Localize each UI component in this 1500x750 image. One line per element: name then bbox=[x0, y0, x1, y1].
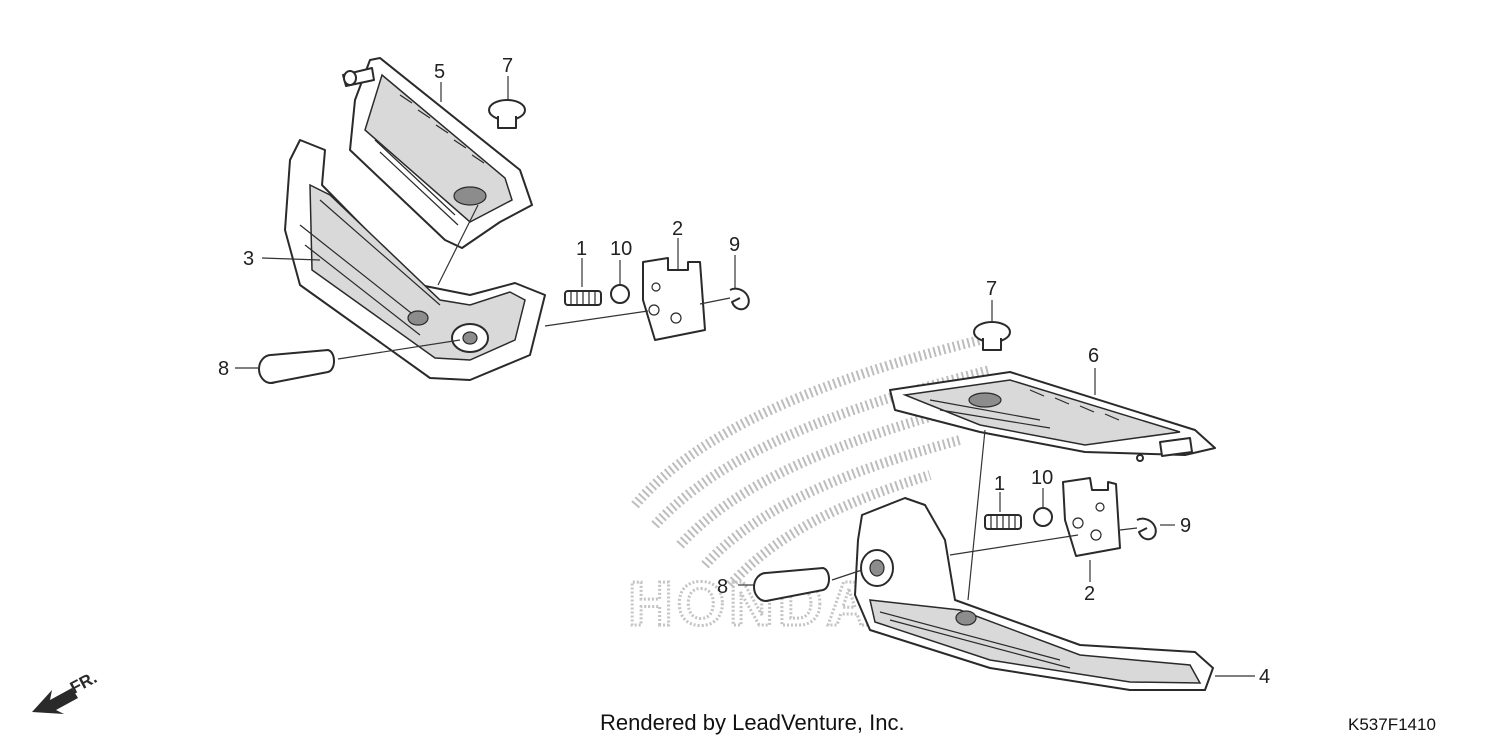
callout-1b: 1 bbox=[994, 473, 1005, 495]
footpeg-body-3 bbox=[284, 139, 546, 381]
callout-9b: 9 bbox=[1180, 515, 1191, 537]
pad-bolt-7 bbox=[488, 99, 526, 129]
top-left-leaders bbox=[235, 76, 736, 369]
bottom-right-assembly: 7 6 1 10 9 8 2 4 bbox=[717, 278, 1270, 691]
diagram-code: K537F1410 bbox=[1348, 715, 1436, 734]
bottom-right-leaders bbox=[738, 300, 1255, 677]
clip-9 bbox=[729, 287, 750, 311]
callout-6: 6 bbox=[1088, 345, 1099, 367]
watermark-text: HONDA bbox=[628, 570, 875, 639]
callout-2: 2 bbox=[672, 218, 683, 240]
render-credit: Rendered by LeadVenture, Inc. bbox=[600, 710, 905, 735]
plate-2 bbox=[642, 257, 706, 341]
pin-8b bbox=[753, 567, 830, 602]
front-arrow-icon: FR. bbox=[32, 668, 100, 714]
callout-8b: 8 bbox=[717, 576, 728, 598]
callout-3: 3 bbox=[243, 248, 254, 270]
callout-8: 8 bbox=[218, 358, 229, 380]
callout-10: 10 bbox=[610, 238, 632, 260]
callout-4: 4 bbox=[1259, 666, 1270, 688]
plate-2b bbox=[1062, 477, 1121, 557]
spring-1b bbox=[984, 514, 1022, 530]
pad-bolt-7b bbox=[973, 321, 1011, 351]
callout-5: 5 bbox=[434, 61, 445, 83]
spring-1 bbox=[564, 290, 602, 306]
callout-1: 1 bbox=[576, 238, 587, 260]
washer-10 bbox=[610, 284, 630, 304]
callout-7: 7 bbox=[502, 55, 513, 77]
footpeg-rubber-5 bbox=[342, 57, 533, 249]
callout-2b: 2 bbox=[1084, 583, 1095, 605]
top-left-assembly: 5 7 3 1 10 2 9 8 bbox=[218, 55, 750, 384]
callout-7b: 7 bbox=[986, 278, 997, 300]
callout-10b: 10 bbox=[1031, 467, 1053, 489]
pin-8 bbox=[258, 349, 335, 384]
footpeg-rubber-6 bbox=[889, 371, 1216, 462]
washer-10b bbox=[1033, 507, 1053, 527]
clip-9b bbox=[1136, 517, 1157, 541]
footpeg-body-4 bbox=[854, 497, 1214, 691]
callout-9: 9 bbox=[729, 234, 740, 256]
